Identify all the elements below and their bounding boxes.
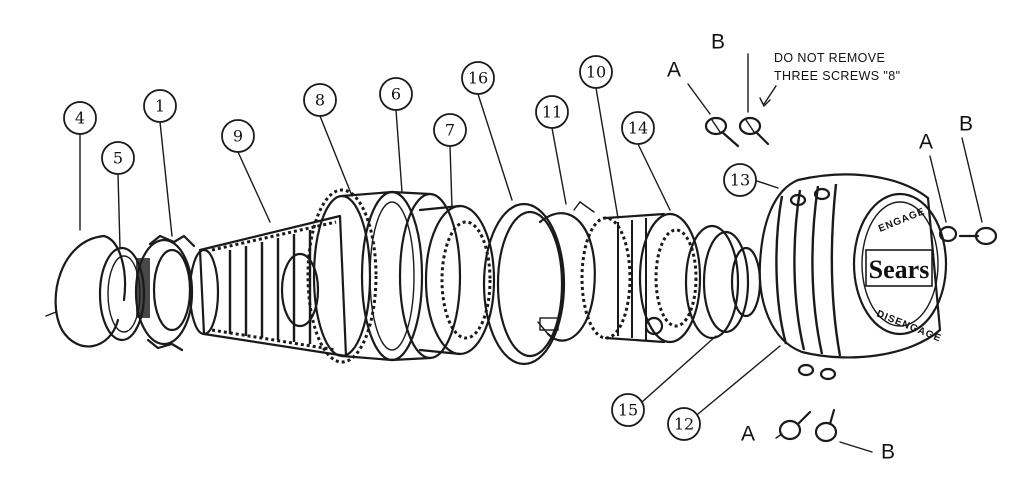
note-arrowhead [759, 97, 771, 108]
callout-13: 13 [723, 163, 757, 197]
ring-part-16 [482, 202, 566, 366]
screw-bottom-a [778, 410, 812, 441]
snap-ring-part-4 [45, 234, 127, 348]
callout-1: 1 [143, 89, 177, 123]
callout-5: 5 [101, 141, 135, 175]
callout-15: 15 [611, 393, 645, 427]
clip-spring-part-11 [537, 201, 596, 342]
hub-cap-part-12: Sears ENGAGE DISENGAGE [758, 173, 948, 381]
note-line-1: DO NOT REMOVE [774, 51, 885, 65]
svg-text:15: 15 [618, 401, 638, 420]
svg-text:13: 13 [730, 171, 750, 190]
svg-text:14: 14 [628, 119, 648, 138]
callout-7: 7 [433, 113, 467, 147]
label-a-right: A [919, 131, 933, 154]
screw-top-a [704, 116, 740, 148]
screw-bottom-b [814, 408, 838, 443]
callout-8: 8 [303, 83, 337, 117]
leader-lines [79, 53, 983, 453]
callout-9: 9 [221, 119, 255, 153]
callout-10: 10 [579, 55, 613, 89]
callout-4: 4 [63, 101, 97, 135]
hub-brand-text: Sears [869, 255, 930, 284]
label-a-top: A [667, 59, 681, 82]
engage-label: ENGAGE [877, 206, 927, 235]
spring-part-15 [684, 224, 762, 340]
svg-text:6: 6 [391, 85, 401, 104]
screw-right-a [938, 225, 958, 243]
screw-top-b [738, 116, 770, 146]
svg-text:1: 1 [155, 97, 165, 116]
nut-part-1 [134, 234, 196, 352]
label-a-bottom: A [741, 423, 755, 446]
svg-text:11: 11 [542, 103, 562, 122]
callout-12: 12 [667, 407, 701, 441]
label-b-top: B [711, 31, 725, 54]
svg-text:16: 16 [468, 69, 488, 88]
svg-text:7: 7 [445, 121, 455, 140]
svg-text:8: 8 [315, 91, 325, 110]
svg-text:9: 9 [233, 127, 243, 146]
svg-text:4: 4 [75, 109, 85, 128]
svg-text:12: 12 [674, 415, 694, 434]
screw-right-b [958, 226, 998, 246]
svg-text:10: 10 [586, 63, 606, 82]
label-b-right: B [959, 113, 973, 136]
label-b-bottom: B [881, 441, 895, 464]
note-arrow [763, 85, 777, 105]
clutch-body-part-6 [360, 190, 462, 362]
internal-gear-part-7 [418, 204, 496, 356]
callout-14: 14 [621, 111, 655, 145]
drum-part-14 [638, 212, 702, 344]
callout-16: 16 [461, 61, 495, 95]
callout-11: 11 [535, 95, 569, 129]
note-line-2: THREE SCREWS "8" [774, 69, 900, 83]
callout-6: 6 [379, 77, 413, 111]
splined-hub-part-9 [188, 214, 348, 358]
svg-text:5: 5 [113, 149, 123, 168]
